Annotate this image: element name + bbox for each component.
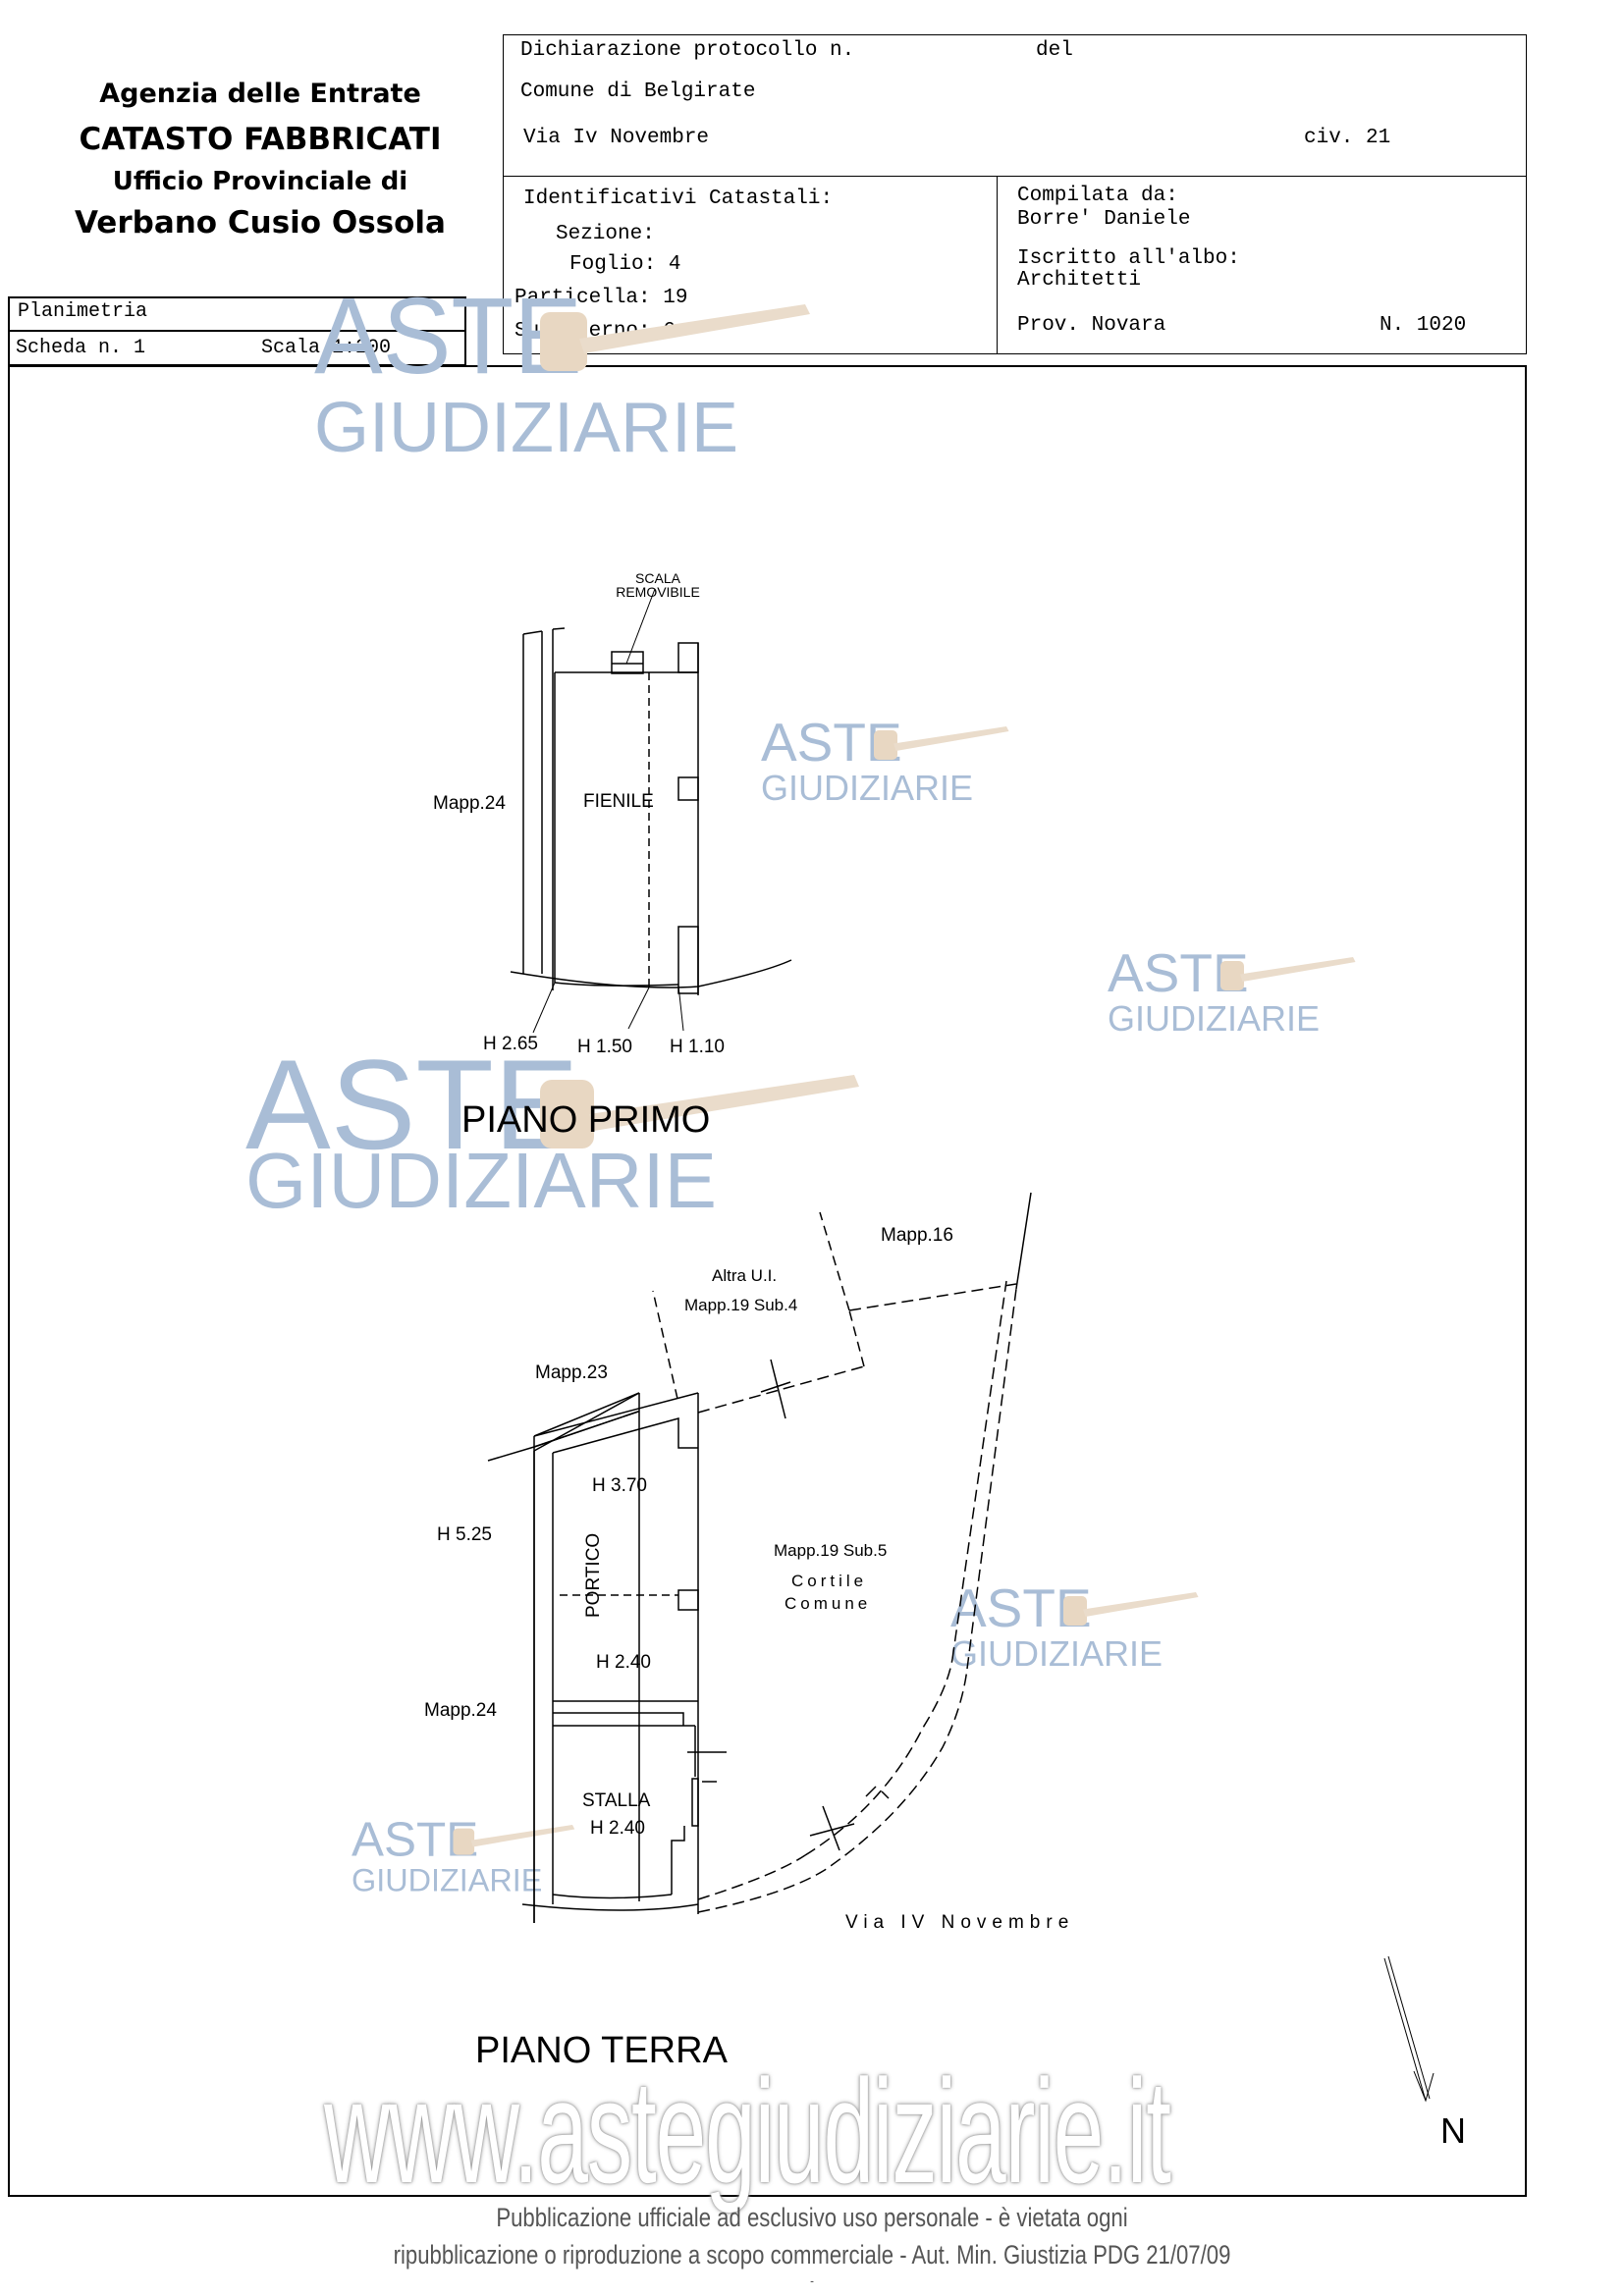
svg-text:GIUDIZIARIE: GIUDIZIARIE [352, 1863, 542, 1898]
height-label-110: H 1.10 [670, 1037, 725, 1057]
room-stalla: STALLA [582, 1790, 651, 1811]
height-label-525: H 5.25 [437, 1524, 492, 1545]
compiler-name: Borre' Daniele [1017, 208, 1191, 231]
height-label-240-portico: H 2.40 [596, 1652, 651, 1673]
province-registration: Prov. Novara [1017, 314, 1166, 337]
stair-note: SCALA REMOVIBILE [616, 570, 700, 599]
mapp19-sub4-label: Mapp.19 Sub.4 [684, 1296, 798, 1314]
agency-title-block: Agenzia delle Entrate CATASTO FABBRICATI… [59, 80, 461, 239]
footer-line-3: - [810, 2272, 814, 2288]
room-fienile: FIENILE [583, 791, 654, 812]
watermark-url: www.astegiudiziarie.it [324, 2049, 1171, 2214]
comune-label: Comune di Belgirate [520, 80, 756, 103]
mapp24-lower-label: Mapp.24 [424, 1700, 497, 1721]
footer-line-1: Pubblicazione ufficiale ad esclusivo uso… [496, 2203, 1128, 2232]
sheet-number: Scheda n. 1 [16, 337, 146, 359]
height-label-370: H 3.70 [592, 1475, 647, 1496]
piano-primo-plan [510, 588, 792, 1034]
piano-terra-plan [487, 1192, 1435, 2103]
room-portico: PORTICO [583, 1532, 604, 1618]
height-label-240-stalla: H 2.40 [590, 1818, 645, 1839]
sezione-label: Sezione: [556, 223, 655, 245]
mapp19-sub5-label: Mapp.19 Sub.5 [774, 1541, 888, 1560]
sheet-scale: Scala 1:200 [261, 337, 392, 359]
mapp16-label: Mapp.16 [881, 1225, 953, 1246]
north-arrow-icon [1384, 1956, 1434, 2104]
svg-text:GIUDIZIARIE: GIUDIZIARIE [950, 1633, 1163, 1674]
protocol-label: Dichiarazione protocollo n. [520, 39, 855, 62]
cortile-label: Cortile [791, 1572, 868, 1590]
altra-ui-label: Altra U.I. [712, 1266, 778, 1285]
svg-text:GIUDIZIARIE: GIUDIZIARIE [245, 1137, 717, 1224]
drawing-frame [8, 365, 1527, 2197]
office-label: Ufficio Provinciale di [112, 167, 408, 196]
svg-text:GIUDIZIARIE: GIUDIZIARIE [1108, 998, 1320, 1039]
foglio-label: Foglio: 4 [569, 253, 681, 276]
sheet-type: Planimetria [18, 300, 148, 323]
svg-text:ASTE: ASTE [314, 276, 582, 397]
svg-text:GIUDIZIARIE: GIUDIZIARIE [761, 768, 973, 808]
north-label: N [1440, 2110, 1466, 2151]
svg-text:GIUDIZIARIE: GIUDIZIARIE [314, 389, 738, 467]
province-name: Verbano Cusio Ossola [75, 205, 446, 240]
albo-label: Iscritto all'albo: [1017, 247, 1240, 270]
piano-primo-title: PIANO PRIMO [461, 1099, 711, 1141]
agency-name: Agenzia delle Entrate [99, 79, 421, 109]
street-label: Via IV Novembre [845, 1912, 1075, 1933]
del-label: del [1036, 39, 1073, 62]
stair-note-line1: SCALA [635, 570, 680, 586]
particella-label: Particella: 19 [514, 287, 688, 309]
mapp24-upper-label: Mapp.24 [433, 793, 506, 814]
address-label: Via Iv Novembre [523, 127, 710, 149]
declaration-box [503, 34, 1527, 354]
civic-number: civ. 21 [1304, 127, 1391, 149]
mapp23-label: Mapp.23 [535, 1362, 608, 1383]
svg-text:ASTE: ASTE [245, 1033, 579, 1176]
catasto-title: CATASTO FABBRICATI [79, 122, 442, 157]
identifiers-title: Identificativi Catastali: [523, 187, 834, 210]
height-label-150: H 1.50 [577, 1037, 632, 1057]
height-label-265: H 2.65 [483, 1034, 538, 1054]
footer-line-2: ripubblicazione o riproduzione a scopo c… [393, 2240, 1231, 2269]
stair-note-line2: REMOVIBILE [616, 584, 700, 600]
piano-terra-title: PIANO TERRA [475, 2030, 728, 2071]
header-divider [503, 176, 1527, 177]
watermark-logo: ASTE GIUDIZIARIE ASTE GIUDIZIARIE ASTE G… [245, 276, 1356, 1898]
registration-number: N. 1020 [1380, 314, 1467, 337]
albo-value: Architetti [1017, 269, 1142, 292]
header-vertical-divider [997, 176, 998, 354]
comune-courtyard-label: Comune [785, 1594, 872, 1613]
compiler-label: Compilata da: [1017, 185, 1178, 207]
